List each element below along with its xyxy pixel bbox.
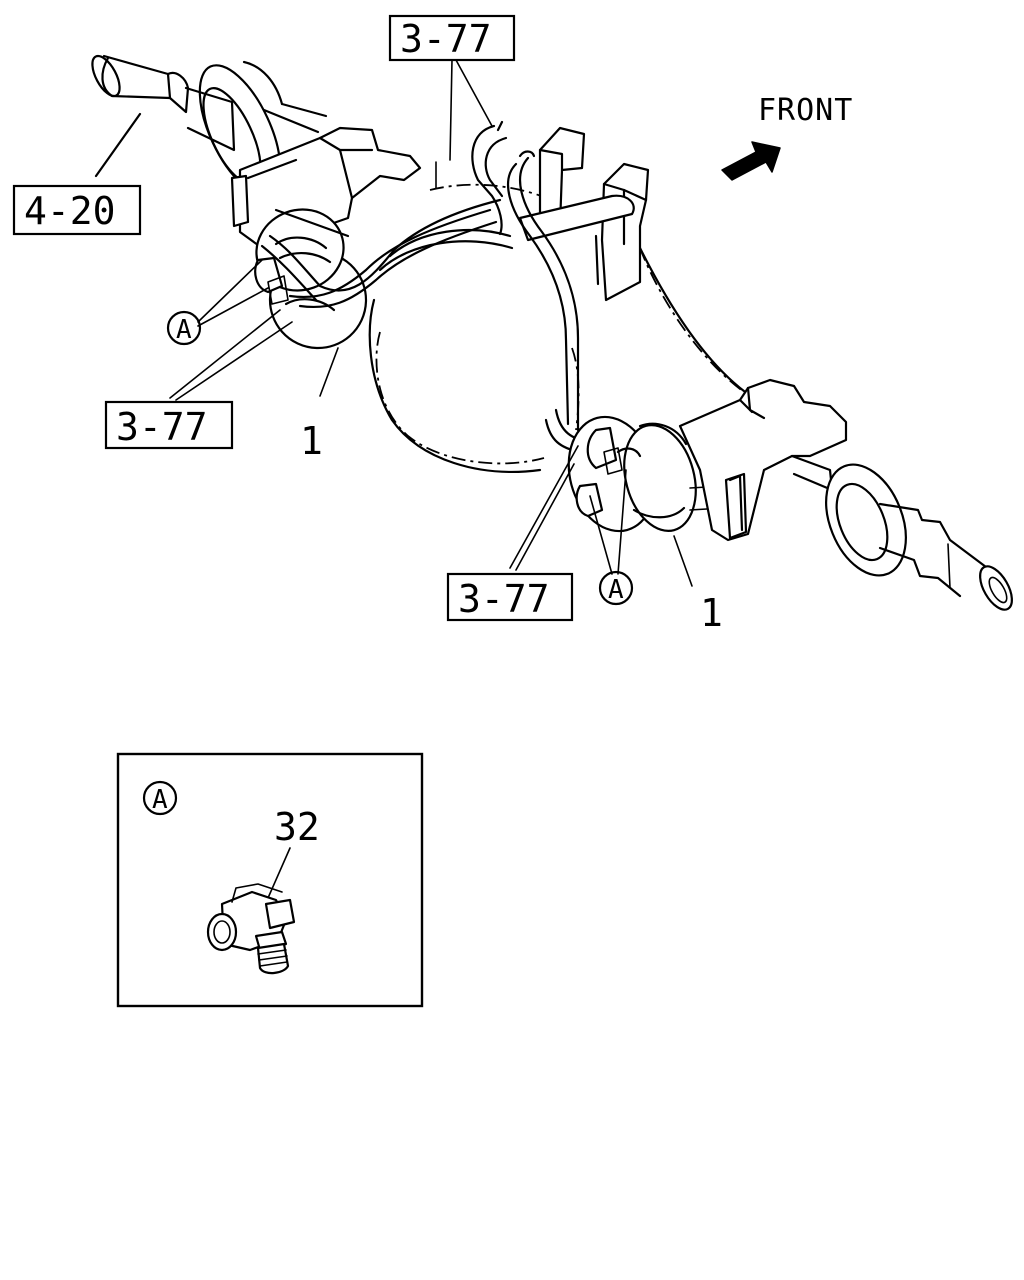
part-32-leader <box>267 847 291 899</box>
arrow-icon <box>721 141 781 181</box>
ref-label-left: 3-77 <box>116 405 208 449</box>
elbow-fitting <box>206 883 296 975</box>
detail-a-panel: A 32 <box>116 752 424 1008</box>
ref-box-left: 3-77 <box>104 400 234 450</box>
callout-a-left: A <box>166 310 202 346</box>
front-indicator: FRONT <box>721 93 853 181</box>
ref-box-bottom: 3-77 <box>446 572 574 622</box>
ref-label-top: 3-77 <box>400 17 492 61</box>
detail-a-label: A <box>152 785 168 815</box>
axle-assembly: FRONT 3-77 4-20 3-77 3-77 1 1 A <box>12 14 1013 635</box>
housing-rear-blocks <box>518 126 650 302</box>
front-label: FRONT <box>758 93 853 128</box>
right-housing-block <box>678 378 848 542</box>
vent-hoses <box>260 120 594 454</box>
ref-label-axle: 4-20 <box>24 189 116 233</box>
right-axle-shaft <box>790 454 1013 611</box>
part-number-right: 1 <box>700 591 723 635</box>
part-number-left: 1 <box>300 419 323 463</box>
callout-a-right: A <box>598 570 634 606</box>
callout-a-left-label: A <box>176 315 192 345</box>
leader-lines <box>169 59 693 587</box>
detail-a-callout: A <box>142 780 178 816</box>
right-brake-chamber <box>567 415 725 533</box>
ref-box-top: 3-77 <box>388 14 516 62</box>
ref-label-bottom: 3-77 <box>458 577 550 621</box>
callout-a-right-label: A <box>608 575 624 605</box>
ref-box-axle: 4-20 <box>12 184 142 236</box>
part-number-32: 32 <box>274 805 320 849</box>
